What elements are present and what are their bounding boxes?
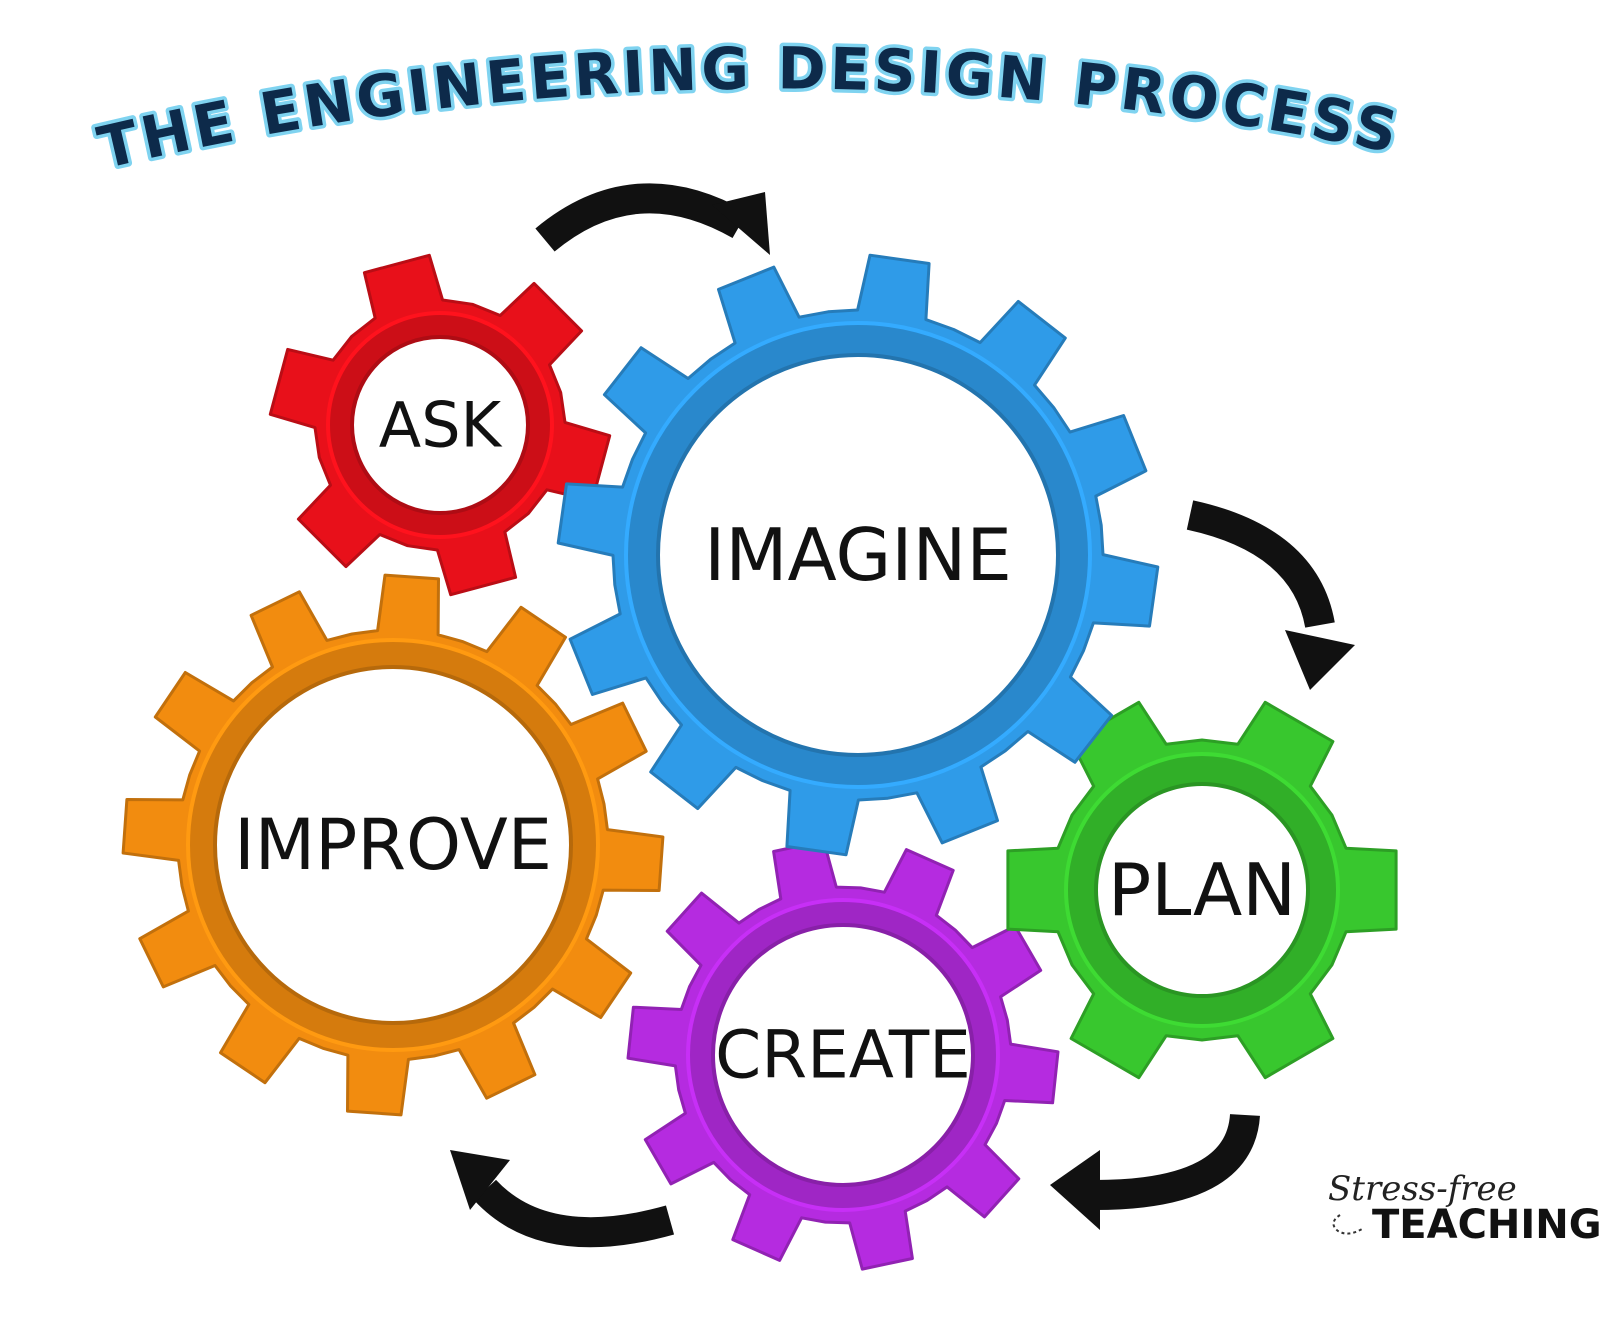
- arrow-create-to-improve-head: [450, 1150, 510, 1210]
- arrow-plan-to-create-head: [1050, 1150, 1100, 1230]
- gear-imagine: IMAGINE: [556, 253, 1160, 857]
- gear-create: CREATE: [626, 839, 1060, 1271]
- step-label-plan: PLAN: [1108, 848, 1296, 932]
- logo-line-2: TEACHING: [1372, 1202, 1600, 1248]
- logo-line-1: Stress-free: [1328, 1169, 1517, 1209]
- arrow-ask-to-imagine-shaft: [535, 183, 748, 252]
- gear-ask: ASK: [268, 253, 612, 597]
- arrow-imagine-to-plan-head: [1285, 630, 1355, 690]
- logo-swirl: [1332, 1214, 1363, 1235]
- title: THE ENGINEERING DESIGN PROCESS THE ENGIN…: [88, 31, 1407, 186]
- gear-create-center: [711, 923, 975, 1187]
- gear-ask-center: [350, 335, 530, 515]
- gear-improve-center: [213, 665, 573, 1025]
- cycle-arrows: [450, 183, 1355, 1248]
- title-text: THE ENGINEERING DESIGN PROCESS: [92, 34, 1407, 182]
- arrow-create-to-improve-shaft: [473, 1179, 675, 1248]
- arrow-imagine-to-plan-shaft: [1186, 500, 1335, 629]
- gear-improve: IMPROVE: [121, 573, 665, 1117]
- step-label-ask: ASK: [379, 389, 503, 462]
- gear-plan: PLAN: [1006, 700, 1398, 1080]
- arrow-ask-to-imagine: [535, 183, 770, 255]
- step-label-imagine: IMAGINE: [704, 513, 1012, 597]
- arrow-create-to-improve: [450, 1150, 675, 1248]
- step-label-improve: IMPROVE: [234, 804, 552, 886]
- arrow-plan-to-create-shaft: [1094, 1113, 1260, 1210]
- stress-free-teaching-logo: Stress-free TEACHING: [1328, 1169, 1600, 1248]
- step-label-create: CREATE: [715, 1017, 971, 1094]
- arrow-imagine-to-plan: [1186, 500, 1355, 690]
- arrow-ask-to-imagine-head: [712, 192, 770, 255]
- gear-imagine-center: [656, 353, 1060, 757]
- arrow-plan-to-create: [1050, 1113, 1260, 1230]
- gear-plan-center: [1094, 782, 1310, 998]
